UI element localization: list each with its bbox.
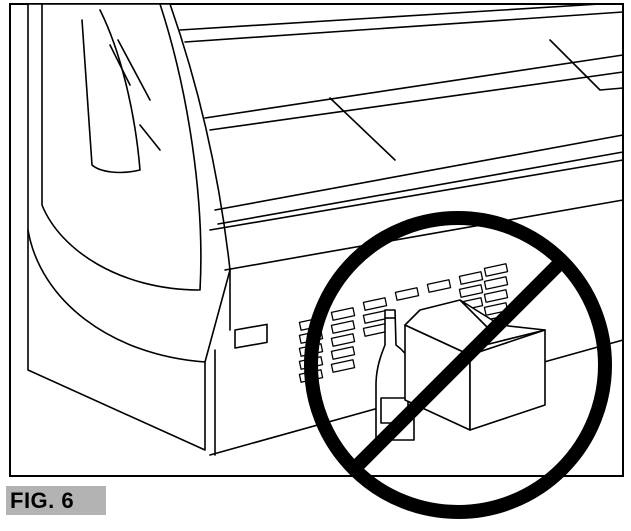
box-side xyxy=(470,330,545,430)
glass-reflection-1 xyxy=(110,45,130,85)
middle-shelf xyxy=(205,55,623,130)
top-shelf xyxy=(180,4,623,42)
glass-reflection-3 xyxy=(140,125,160,150)
figure-label: FIG. 6 xyxy=(6,486,106,515)
lower-shelf xyxy=(215,135,623,224)
cardboard-box-icon xyxy=(405,300,545,430)
glass-reflection-2 xyxy=(118,40,150,100)
curved-glass-panel xyxy=(28,4,230,362)
base-left xyxy=(28,230,205,450)
shelf-divider xyxy=(330,40,623,160)
rating-plate xyxy=(235,324,267,348)
glass-highlight xyxy=(82,10,140,172)
glass-inner-edge xyxy=(42,4,201,290)
prohibition-sign-icon xyxy=(311,218,605,512)
front-panel-top xyxy=(210,160,623,270)
figure-frame xyxy=(10,4,623,476)
refrigerated-display-case-icon xyxy=(28,4,623,455)
